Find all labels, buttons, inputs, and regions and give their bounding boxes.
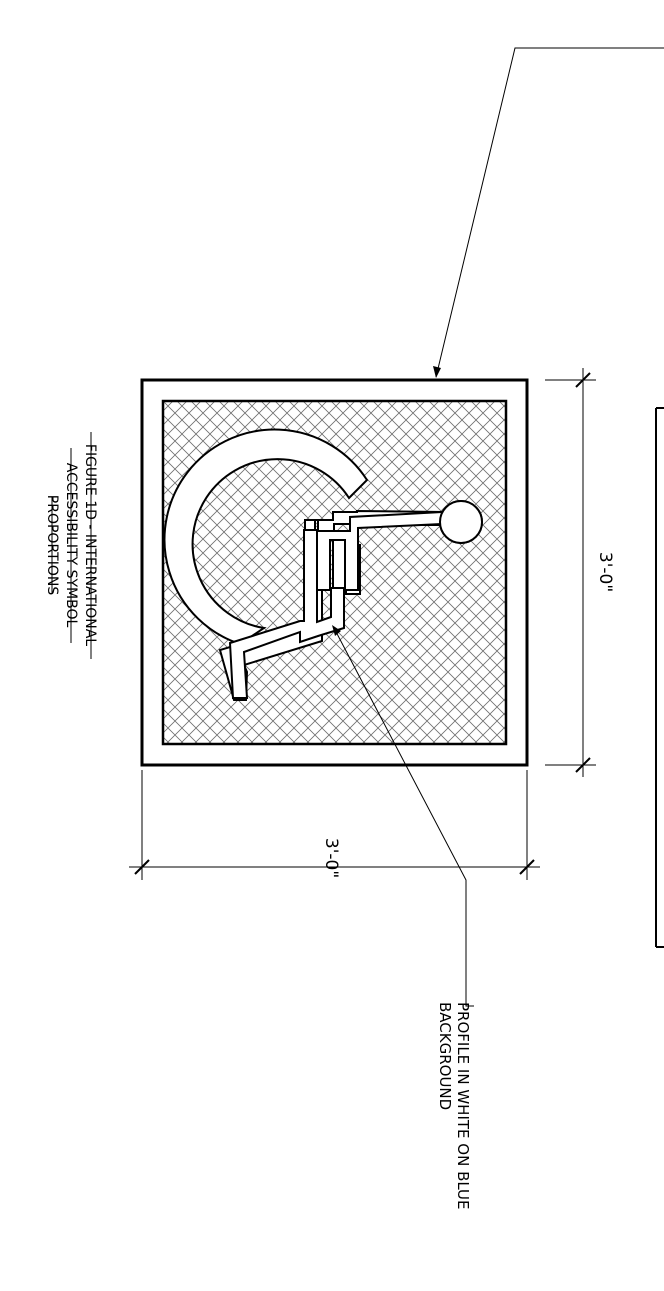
height-dimension — [545, 368, 596, 777]
top-leader — [433, 47, 664, 378]
height-dimension-label: 3'-0" — [595, 552, 615, 592]
profile-leader — [332, 625, 474, 1007]
figure-title: FIGURE 1D - INTERNATIONAL ACCESSIBILITY … — [44, 432, 98, 659]
figure-title-line1: FIGURE 1D - INTERNATIONAL — [82, 444, 98, 646]
width-dimension — [129, 770, 540, 880]
profile-note-line2: BACKGROUND — [436, 1002, 454, 1110]
width-dimension-label: 3'-0" — [321, 838, 341, 878]
profile-note-line1: PROFILE IN WHITE ON BLUE — [454, 1002, 472, 1209]
wheelchair-outline — [228, 500, 483, 699]
